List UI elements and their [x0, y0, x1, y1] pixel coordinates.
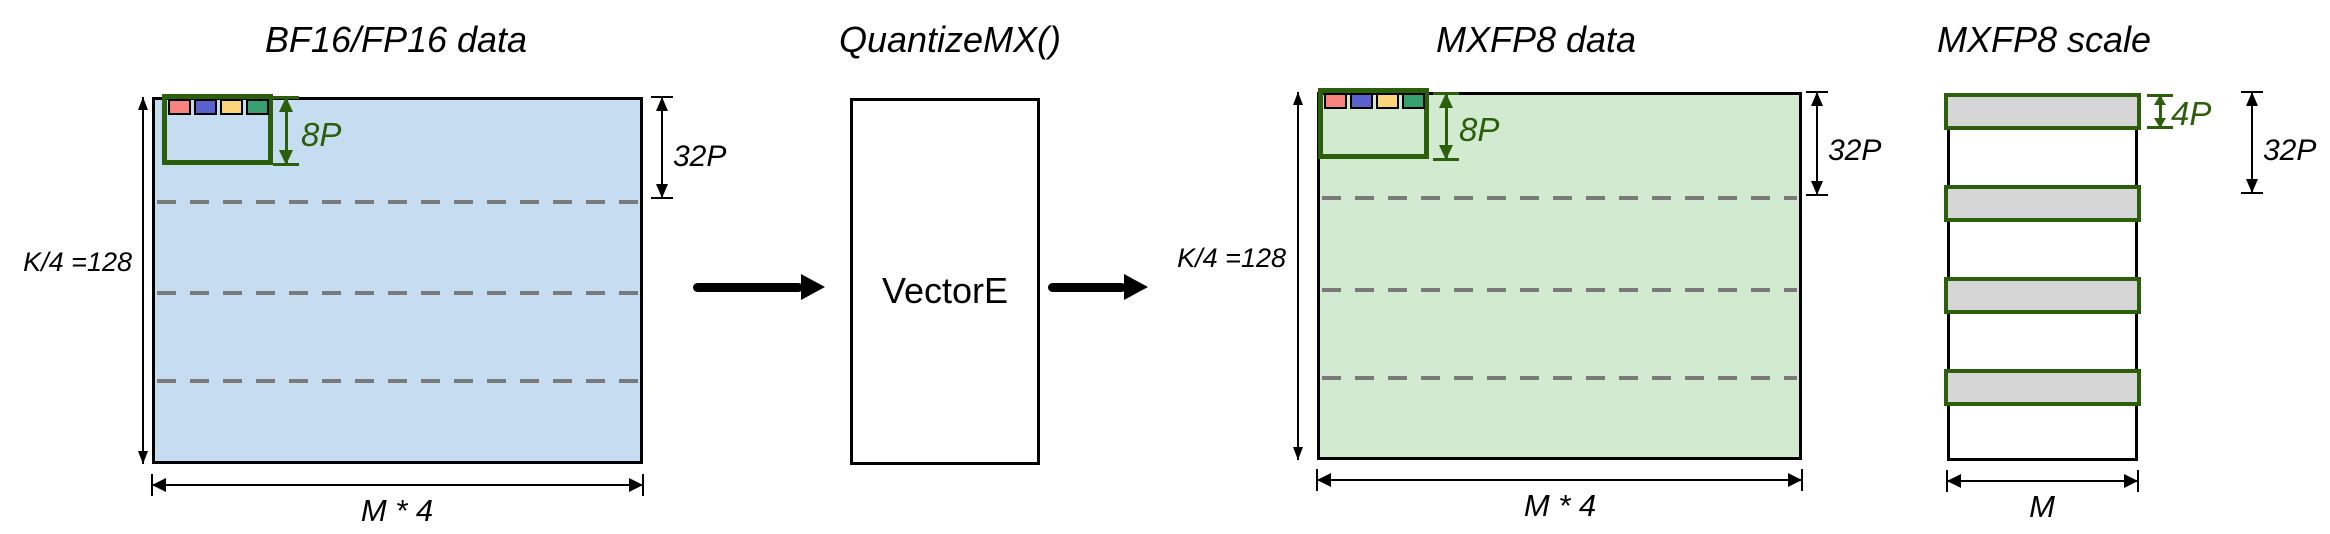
block-swatch-blue	[1350, 93, 1373, 109]
arrow-head-icon	[1124, 274, 1148, 300]
bf16-32p-dimension-arrow	[651, 96, 673, 199]
arrow-head-icon	[801, 274, 825, 300]
scale-width-label: M	[2029, 489, 2055, 524]
block-highlight-box	[162, 94, 273, 165]
flow-arrow-left	[693, 274, 825, 300]
mxfp8-32p-dimension-arrow	[1806, 91, 1828, 196]
bf16-width-label: M * 4	[360, 493, 434, 528]
bf16-data-matrix	[152, 97, 643, 464]
block-swatch-red	[168, 99, 191, 115]
scale-bar	[1944, 93, 2141, 130]
block-swatch-green	[1402, 93, 1425, 109]
block-swatch-green	[246, 99, 269, 115]
mxfp8-32p-label: 32P	[1828, 134, 1882, 167]
mxfp8-rows-dimension-arrow	[1287, 92, 1309, 460]
mxfp8-data-matrix	[1317, 92, 1802, 460]
bf16-rows-dimension-arrow	[132, 97, 154, 464]
block-highlight-box	[1318, 88, 1429, 159]
block-swatch-row	[1324, 93, 1425, 109]
scale-bar	[1944, 277, 2141, 314]
scale-width-dimension-arrow	[1946, 470, 2139, 492]
mxfp8-width-label: M * 4	[1523, 488, 1597, 523]
scale-4p-dimension-arrow	[2147, 94, 2173, 129]
quadrant-divider-dash	[1322, 196, 1797, 200]
bf16-32p-label: 32P	[673, 140, 727, 173]
scale-bar	[1944, 369, 2141, 406]
quadrant-divider-dash	[157, 291, 638, 295]
quadrant-divider-dash	[157, 200, 638, 204]
block-swatch-yellow	[220, 99, 243, 115]
quantize-panel-title: QuantizeMX()	[838, 19, 1062, 60]
bf16-rows-label: K/4 =128	[23, 247, 132, 277]
scale-32p-label: 32P	[2263, 134, 2317, 167]
block-swatch-row	[168, 99, 269, 115]
bf16-8p-dimension-arrow	[273, 96, 299, 166]
flow-arrow-right	[1048, 274, 1148, 300]
scale-panel-title: MXFP8 scale	[1936, 19, 2152, 60]
arrow-shaft	[1048, 282, 1126, 292]
block-swatch-yellow	[1376, 93, 1399, 109]
bf16-panel-title: BF16/FP16 data	[264, 19, 528, 60]
scale-column	[1944, 93, 2141, 461]
vector-engine-label: VectorE	[881, 270, 1009, 311]
block-swatch-blue	[194, 99, 217, 115]
mxfp8-8p-dimension-arrow	[1433, 92, 1459, 161]
arrow-shaft	[693, 282, 803, 292]
mxfp8-8p-label: 8P	[1459, 111, 1500, 148]
quadrant-divider-dash	[1322, 376, 1797, 380]
mxfp8-panel-title: MXFP8 data	[1435, 19, 1637, 60]
mxfp8-rows-label: K/4 =128	[1177, 243, 1286, 273]
scale-32p-dimension-arrow	[2241, 91, 2263, 194]
mxfp8-width-dimension-arrow	[1316, 469, 1803, 491]
vector-engine-box: VectorE	[850, 98, 1040, 465]
bf16-8p-label: 8P	[301, 116, 342, 153]
quadrant-divider-dash	[1322, 288, 1797, 292]
bf16-width-dimension-arrow	[151, 474, 644, 496]
block-swatch-red	[1324, 93, 1347, 109]
quadrant-divider-dash	[157, 379, 638, 383]
scale-bar	[1944, 185, 2141, 222]
scale-4p-label: 4P	[2171, 95, 2212, 132]
